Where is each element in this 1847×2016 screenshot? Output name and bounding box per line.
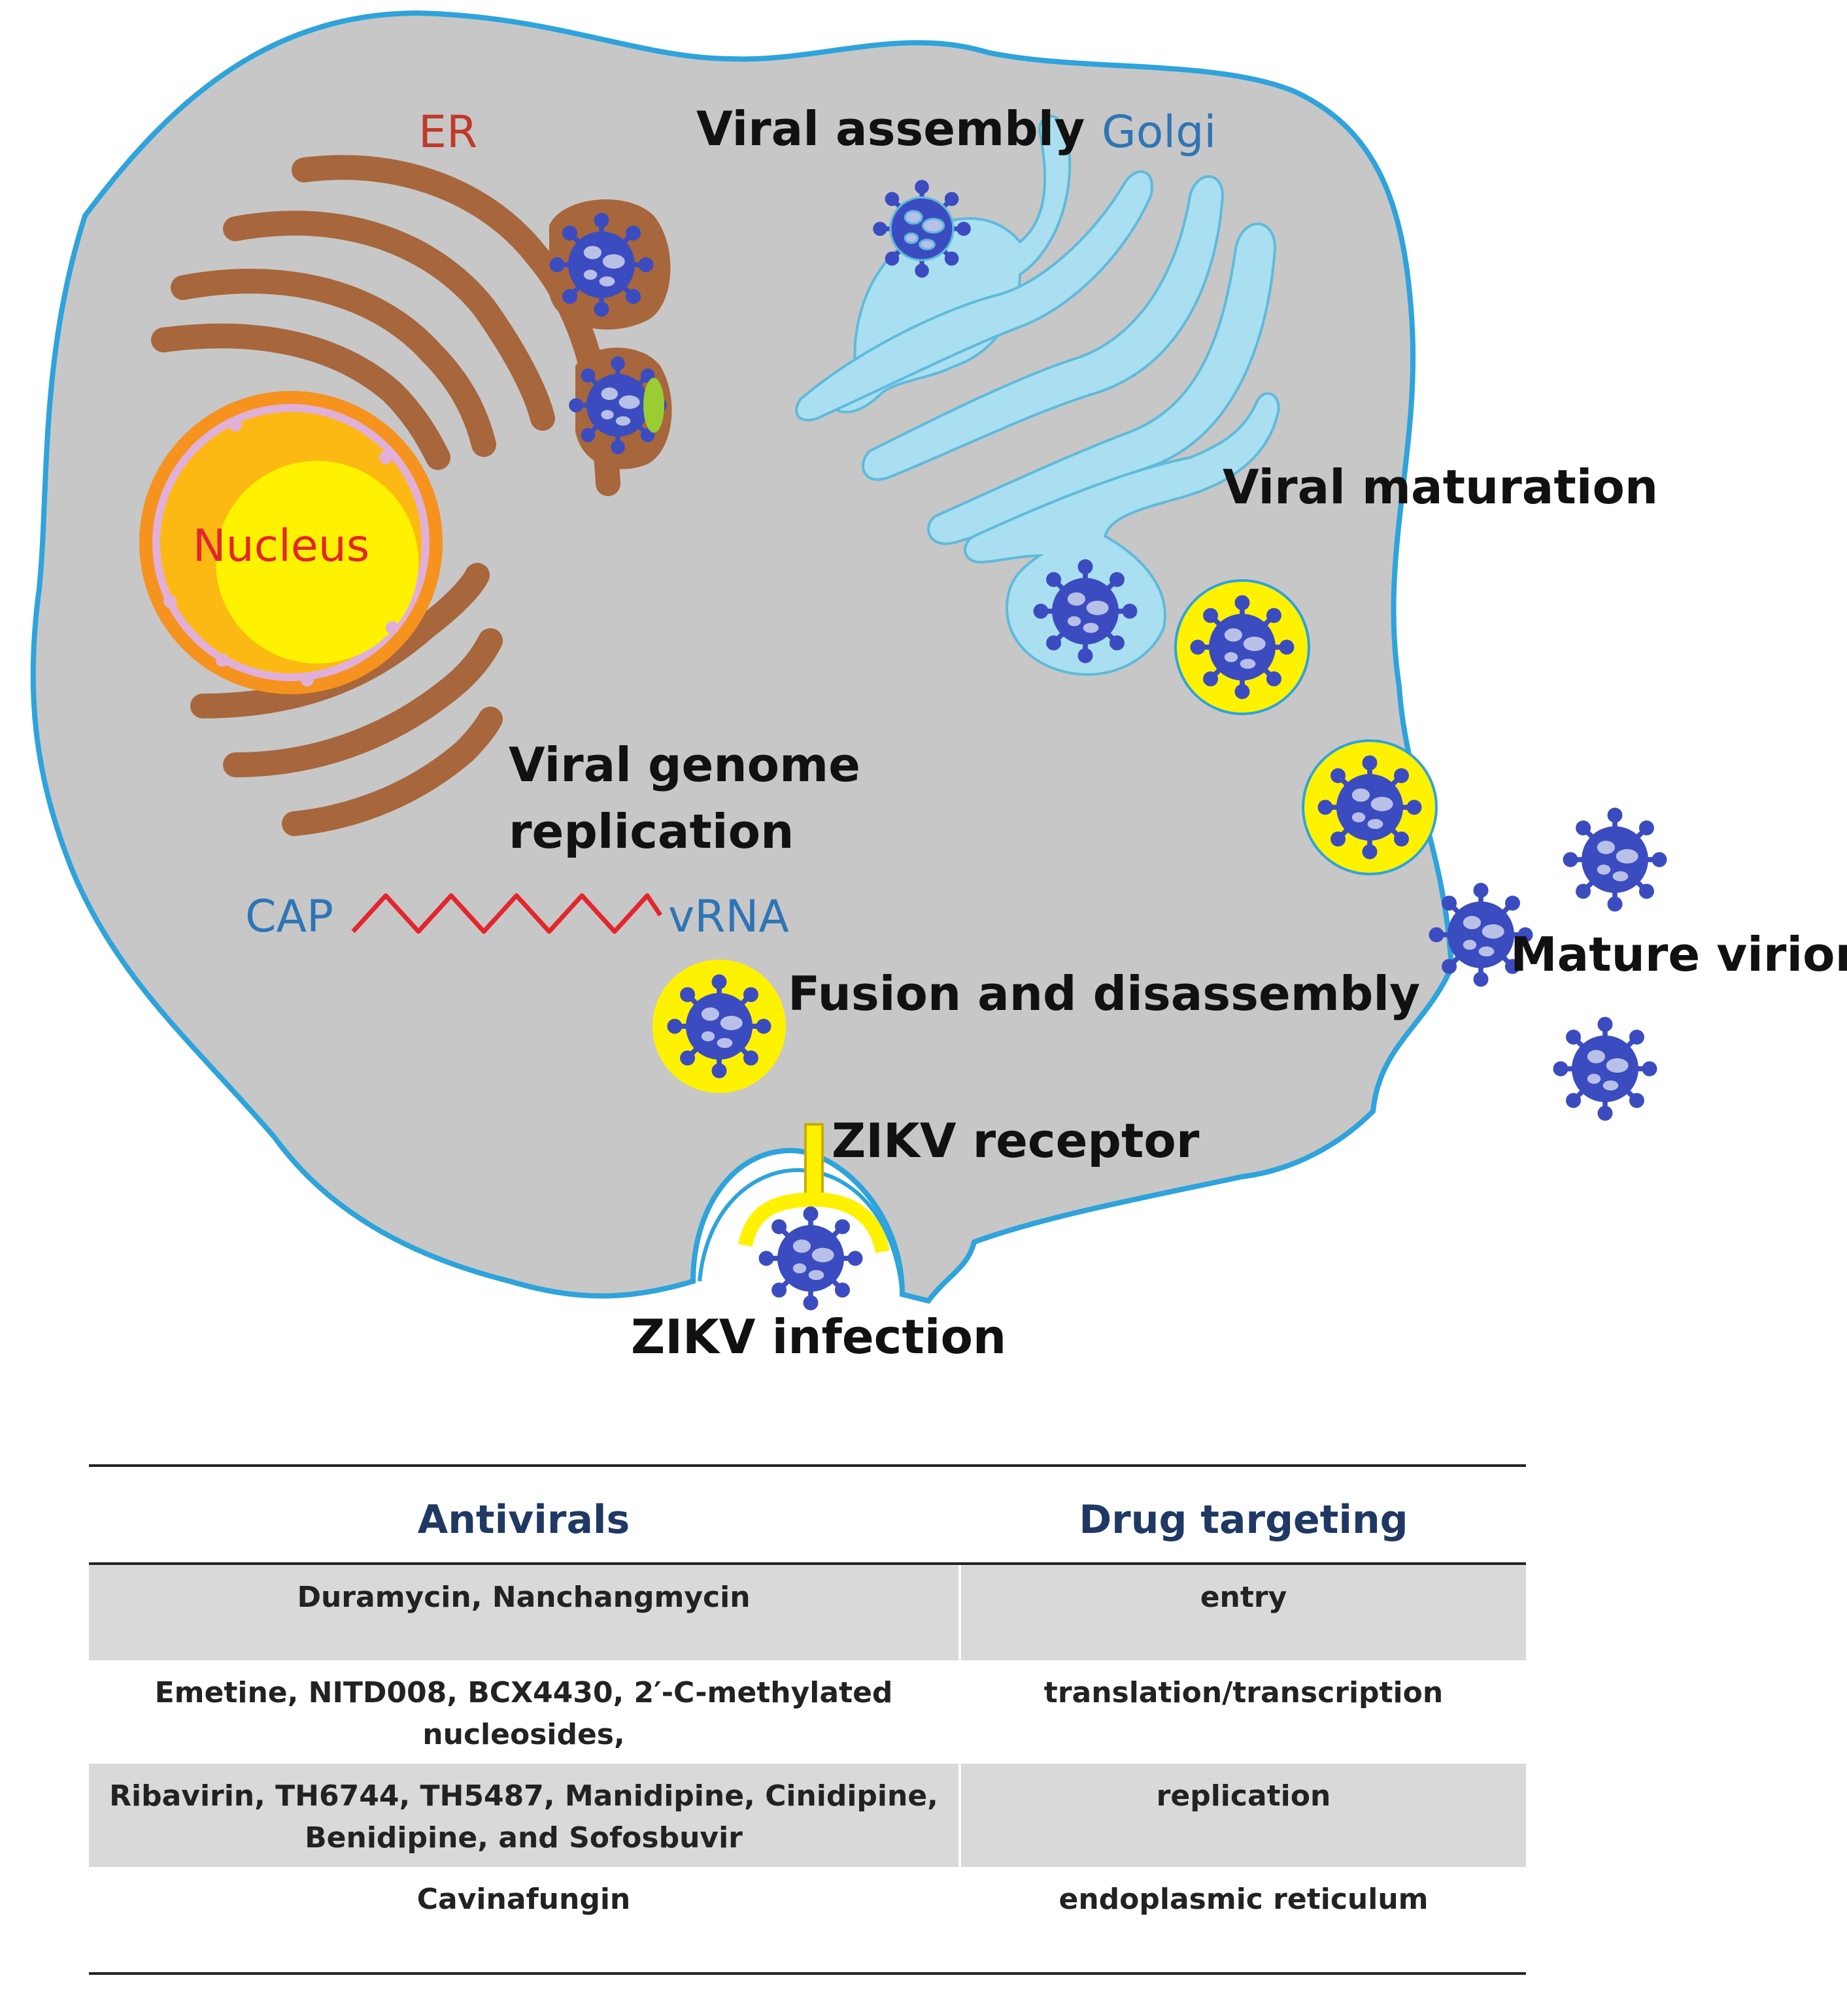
virion-outside-1 (1565, 810, 1664, 909)
virus-golgi-maturation (1036, 562, 1134, 660)
virus-envelope-2 (1320, 758, 1419, 856)
cell-target: translation/transcription (1043, 1676, 1444, 1709)
label-viral-genome-replication-2: replication (509, 804, 794, 859)
label-er: ER (418, 107, 477, 158)
virus-envelope-1 (1193, 597, 1291, 696)
label-viral-assembly: Viral assembly (696, 101, 1085, 156)
label-mature-virion: Mature virion (1510, 927, 1847, 982)
cell-target: replication (961, 1764, 1526, 1867)
label-nucleus: Nucleus (193, 520, 370, 572)
cell-antivirals: Emetine, NITD008, BCX4430, 2′-C-methylat… (154, 1676, 893, 1793)
er-vesicle-green (643, 378, 664, 433)
header-drug-targeting: Drug targeting (1079, 1497, 1408, 1543)
antiviral-drug-table: Antivirals Drug targeting Duramycin, Nan… (89, 1464, 1526, 1981)
cell-cytoplasm (30, 10, 1455, 1304)
label-golgi: Golgi (1102, 107, 1216, 158)
label-fusion-disassembly: Fusion and disassembly (788, 966, 1420, 1021)
table-row: Cavinafungin endoplasmic reticulum (89, 1867, 1526, 1970)
table-rule-bottom (89, 1972, 1526, 1975)
header-antivirals: Antivirals (417, 1497, 630, 1543)
label-viral-genome-replication-1: Viral genome (509, 737, 860, 792)
label-cap: CAP (245, 891, 333, 943)
cell-target: entry (961, 1565, 1526, 1660)
label-viral-maturation: Viral maturation (1223, 460, 1658, 514)
cell-target: endoplasmic reticulum (1059, 1883, 1429, 1916)
virus-fusion (669, 977, 768, 1075)
table-row: Ribavirin, TH6744, TH5487, Manidipine, C… (89, 1764, 1526, 1867)
entry-pit (698, 1168, 904, 1295)
cell-antivirals: Ribavirin, TH6744, TH5487, Manidipine, C… (89, 1764, 958, 1867)
virus-er-1 (552, 215, 651, 314)
cell-antivirals: Duramycin, Nanchangmycin (89, 1565, 958, 1660)
table-rule-top (89, 1464, 1526, 1467)
virus-entry (761, 1209, 860, 1307)
label-zikv-infection: ZIKV infection (631, 1309, 1006, 1364)
label-vrna: vRNA (668, 891, 789, 943)
virion-outside-3 (1555, 1019, 1654, 1118)
table-rule-header (89, 1562, 1526, 1565)
vrna-squiggle (351, 893, 662, 934)
cell-antivirals: Cavinafungin (416, 1883, 631, 1916)
table-row: Duramycin, Nanchangmycin entry (89, 1565, 1526, 1660)
zikv-lifecycle-diagram: ER Golgi Nucleus CAP vRNA Viral assembly… (30, 10, 1847, 1364)
label-zikv-receptor: ZIKV receptor (832, 1113, 1200, 1168)
zikv-receptor-shape (738, 1123, 890, 1254)
nucleus (139, 391, 443, 694)
table-row: Emetine, NITD008, BCX4430, 2′-C-methylat… (89, 1660, 1526, 1793)
